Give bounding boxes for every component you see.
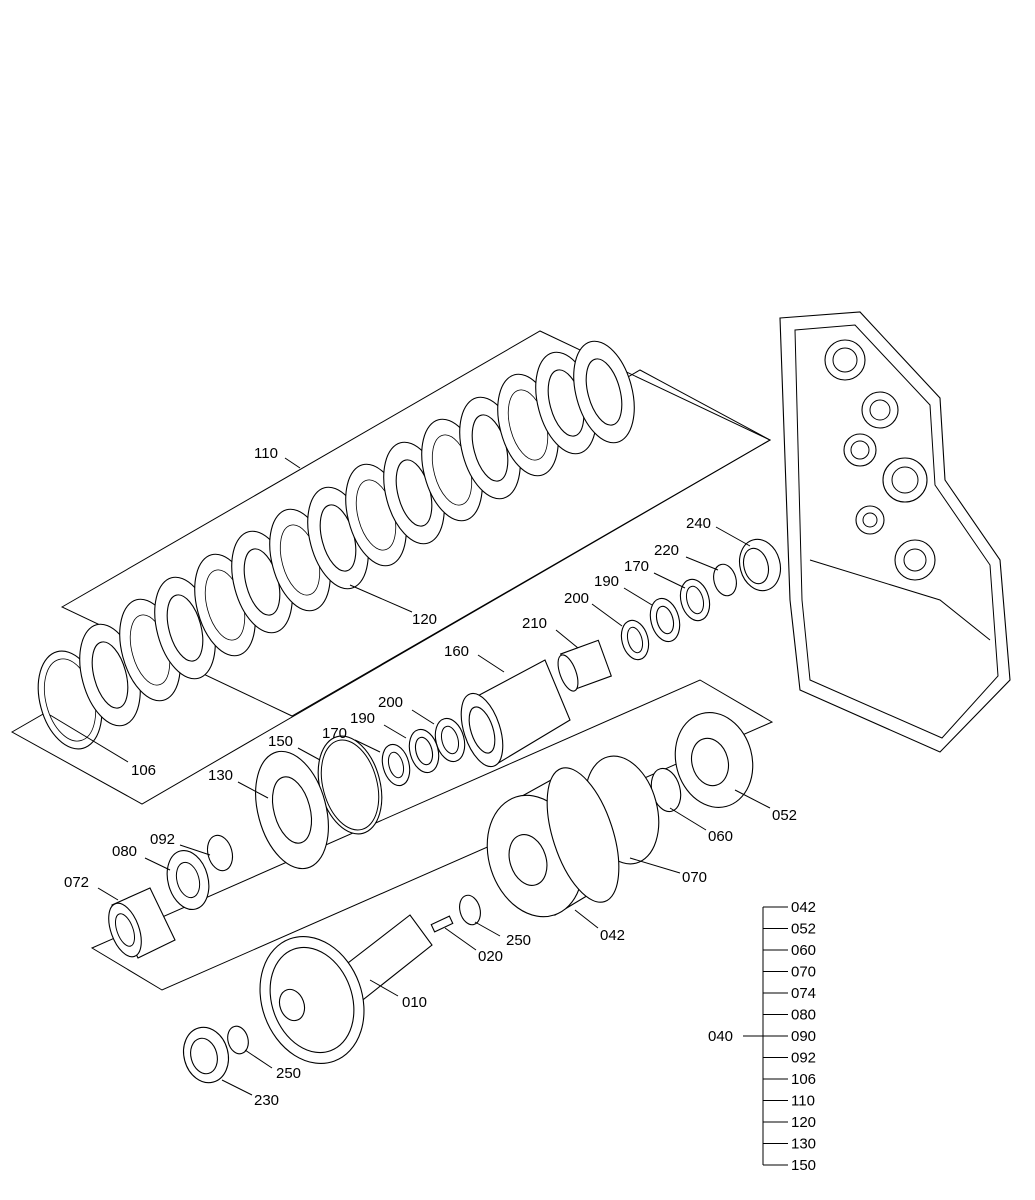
gear-plate-130: [255, 750, 329, 870]
assembly-child-label: 042: [791, 899, 816, 916]
label-130: 130: [208, 767, 233, 784]
label-230: 230: [254, 1092, 279, 1109]
assembly-child-label: 052: [791, 921, 816, 938]
label-220: 220: [654, 542, 679, 559]
ring-250-lower: [227, 1025, 249, 1055]
assembly-child-label: 120: [791, 1114, 816, 1131]
circlip-220: [713, 563, 737, 597]
label-010: 010: [402, 994, 427, 1011]
assembly-child-label: 090: [791, 1028, 816, 1045]
label-106: 106: [131, 762, 156, 779]
label-060: 060: [708, 828, 733, 845]
gear-160: [460, 659, 571, 768]
assembly-child-label: 106: [791, 1071, 816, 1088]
label-240: 240: [686, 515, 711, 532]
label-020: 020: [478, 948, 503, 965]
shaft-gear-010: [259, 914, 433, 1064]
label-170-upper: 170: [624, 558, 649, 575]
label-110: 110: [254, 445, 278, 462]
piston-assembly-frame: [90, 679, 774, 991]
assembly-child-label: 070: [791, 964, 816, 981]
needle-bearing-190-lower: [408, 728, 440, 774]
assembly-child-label: 110: [791, 1093, 815, 1110]
assembly-child-label: 150: [791, 1157, 816, 1174]
label-200-lower: 200: [378, 694, 403, 711]
label-042: 042: [600, 927, 625, 944]
label-250-upper: 250: [506, 932, 531, 949]
label-072: 072: [64, 874, 89, 891]
spring-pack-072: [108, 887, 176, 959]
washer-080: [166, 850, 210, 910]
label-120: 120: [412, 611, 437, 628]
label-190-lower: 190: [350, 710, 375, 727]
label-160: 160: [444, 643, 469, 660]
transmission-housing: [779, 311, 1011, 753]
assembly-child-label: 074: [791, 985, 816, 1002]
assembly-child-label: 130: [791, 1136, 816, 1153]
leader-lines: [49, 457, 771, 1096]
needle-bearing-190-upper: [649, 597, 681, 643]
assembly-child-label: 080: [791, 1007, 816, 1024]
needle-cage-210: [557, 639, 612, 692]
pin-020: [430, 915, 454, 933]
label-092: 092: [150, 831, 175, 848]
label-070: 070: [682, 869, 707, 886]
bearing-230: [182, 1026, 230, 1084]
clutch-pack-frame-lower: [10, 369, 772, 805]
assembly-index: 040 042 052 060 070 074 080 090 092 106 110 120 130…: [708, 899, 816, 1174]
clutch-disc: [573, 340, 635, 444]
label-170-lower: 170: [322, 725, 347, 742]
piston-052: [674, 712, 754, 808]
bearing-240: [738, 538, 782, 592]
label-250-lower: 250: [276, 1065, 301, 1082]
assembly-child-label: 060: [791, 942, 816, 959]
clutch-drum-042: [486, 767, 620, 918]
label-052: 052: [772, 807, 797, 824]
assembly-child-label: 092: [791, 1050, 816, 1067]
label-150: 150: [268, 733, 293, 750]
label-210: 210: [522, 615, 547, 632]
label-200-upper: 200: [564, 590, 589, 607]
clutch-disc-stack: [37, 340, 635, 750]
washer-200-upper: [620, 619, 650, 661]
assembly-parent-label: 040: [708, 1028, 733, 1045]
washer-170-lower: [381, 743, 411, 787]
label-080: 080: [112, 843, 137, 860]
ring-250-upper: [459, 894, 481, 926]
assembly-children: 042 052 060 070 074 080 090 092 106 110 120 130 150: [763, 899, 816, 1174]
washer-170-upper: [679, 578, 711, 622]
label-190-upper: 190: [594, 573, 619, 590]
o-ring-092: [206, 834, 234, 872]
